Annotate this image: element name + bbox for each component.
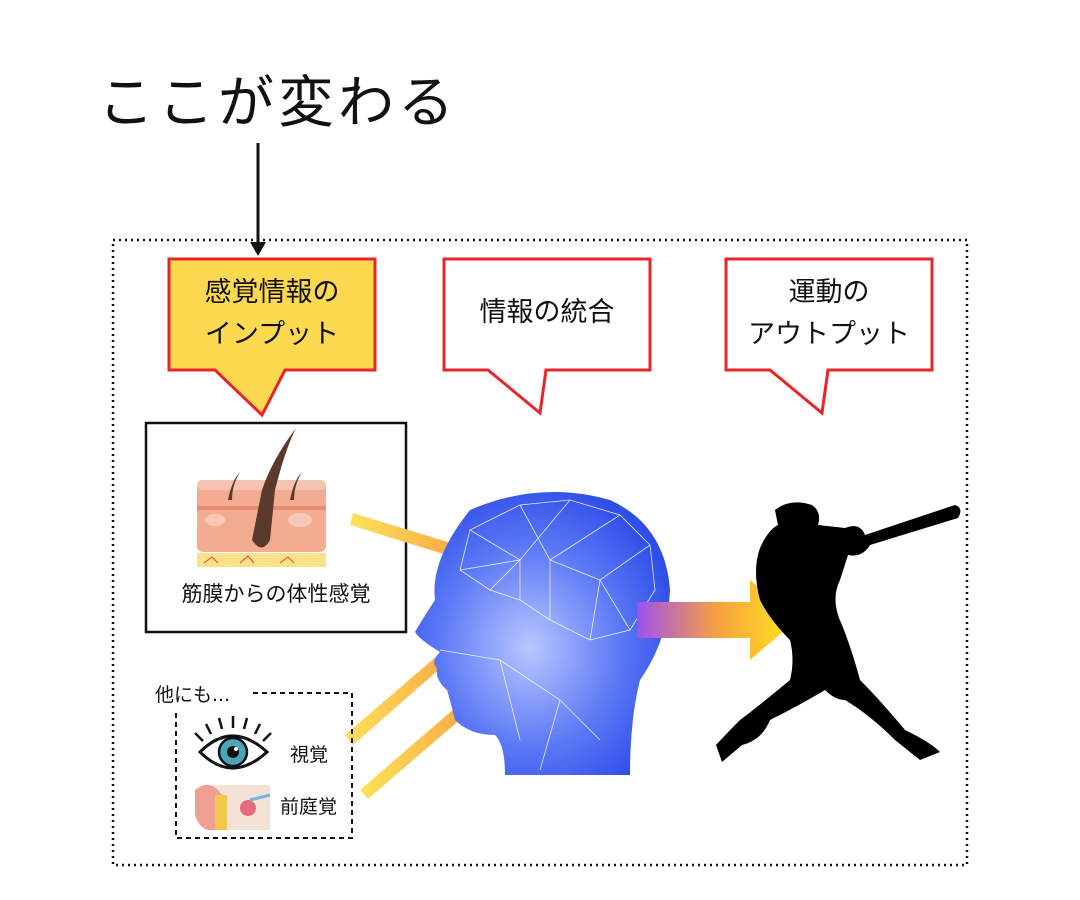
output-arrow [637, 580, 797, 660]
bubble-integration-shape [442, 257, 652, 416]
ear-icon [195, 785, 271, 831]
bubble-integration: 情報の統合 [444, 292, 650, 334]
vestibular-label: 前庭覚 [280, 796, 338, 818]
eye-icon [194, 716, 272, 770]
brain-mesh [439, 499, 656, 771]
skin-illustration [197, 428, 326, 567]
skin-caption: 筋膜からの体性感覚 [181, 582, 371, 606]
batter-silhouette [716, 502, 961, 762]
bubble-input-shape [167, 257, 377, 418]
dotted-frame [111, 238, 969, 867]
bubble-integration-line1: 情報の統合 [479, 297, 615, 328]
bubble-input-line1: 感覚情報の [204, 277, 340, 308]
page-title: ここが変わる [98, 71, 458, 136]
pointer-arrow [250, 143, 266, 256]
bubble-input: 感覚情報の インプット [169, 272, 375, 356]
vision-label: 視覚 [290, 744, 329, 766]
bubble-output: 運動の アウトプット [726, 272, 932, 356]
bubble-input-line2: インプット [204, 319, 340, 350]
bubble-output-line2: アウトプット [748, 319, 910, 350]
bubble-output-shape [724, 257, 934, 416]
others-label: 他にも... [155, 684, 231, 706]
head-illustration [415, 492, 670, 775]
others-box [175, 692, 353, 839]
bubble-output-line1: 運動の [788, 277, 870, 308]
